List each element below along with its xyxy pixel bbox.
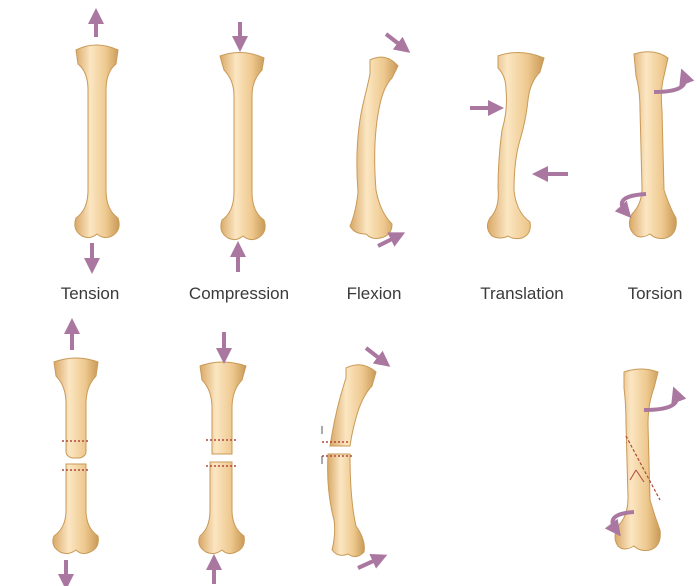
flexion-fracture-arrow-top	[366, 348, 384, 362]
label-torsion: Torsion	[628, 284, 683, 304]
label-flexion: Flexion	[347, 284, 402, 304]
torsion-bone	[629, 52, 676, 239]
flexion-bone	[350, 57, 398, 238]
compression-fracture-bone	[199, 362, 246, 554]
flexion-fracture-arrow-bottom	[358, 558, 380, 568]
translation-bone	[487, 52, 544, 238]
compression-bone	[220, 52, 265, 239]
torsion-fracture-bone	[615, 369, 660, 551]
label-translation: Translation	[480, 284, 563, 304]
tension-fracture-bone	[53, 358, 98, 554]
flexion-fracture-bone	[322, 365, 376, 557]
label-tension: Tension	[61, 284, 120, 304]
label-compression: Compression	[189, 284, 289, 304]
flexion-arrow-top	[386, 34, 404, 48]
tension-bone	[75, 45, 119, 238]
